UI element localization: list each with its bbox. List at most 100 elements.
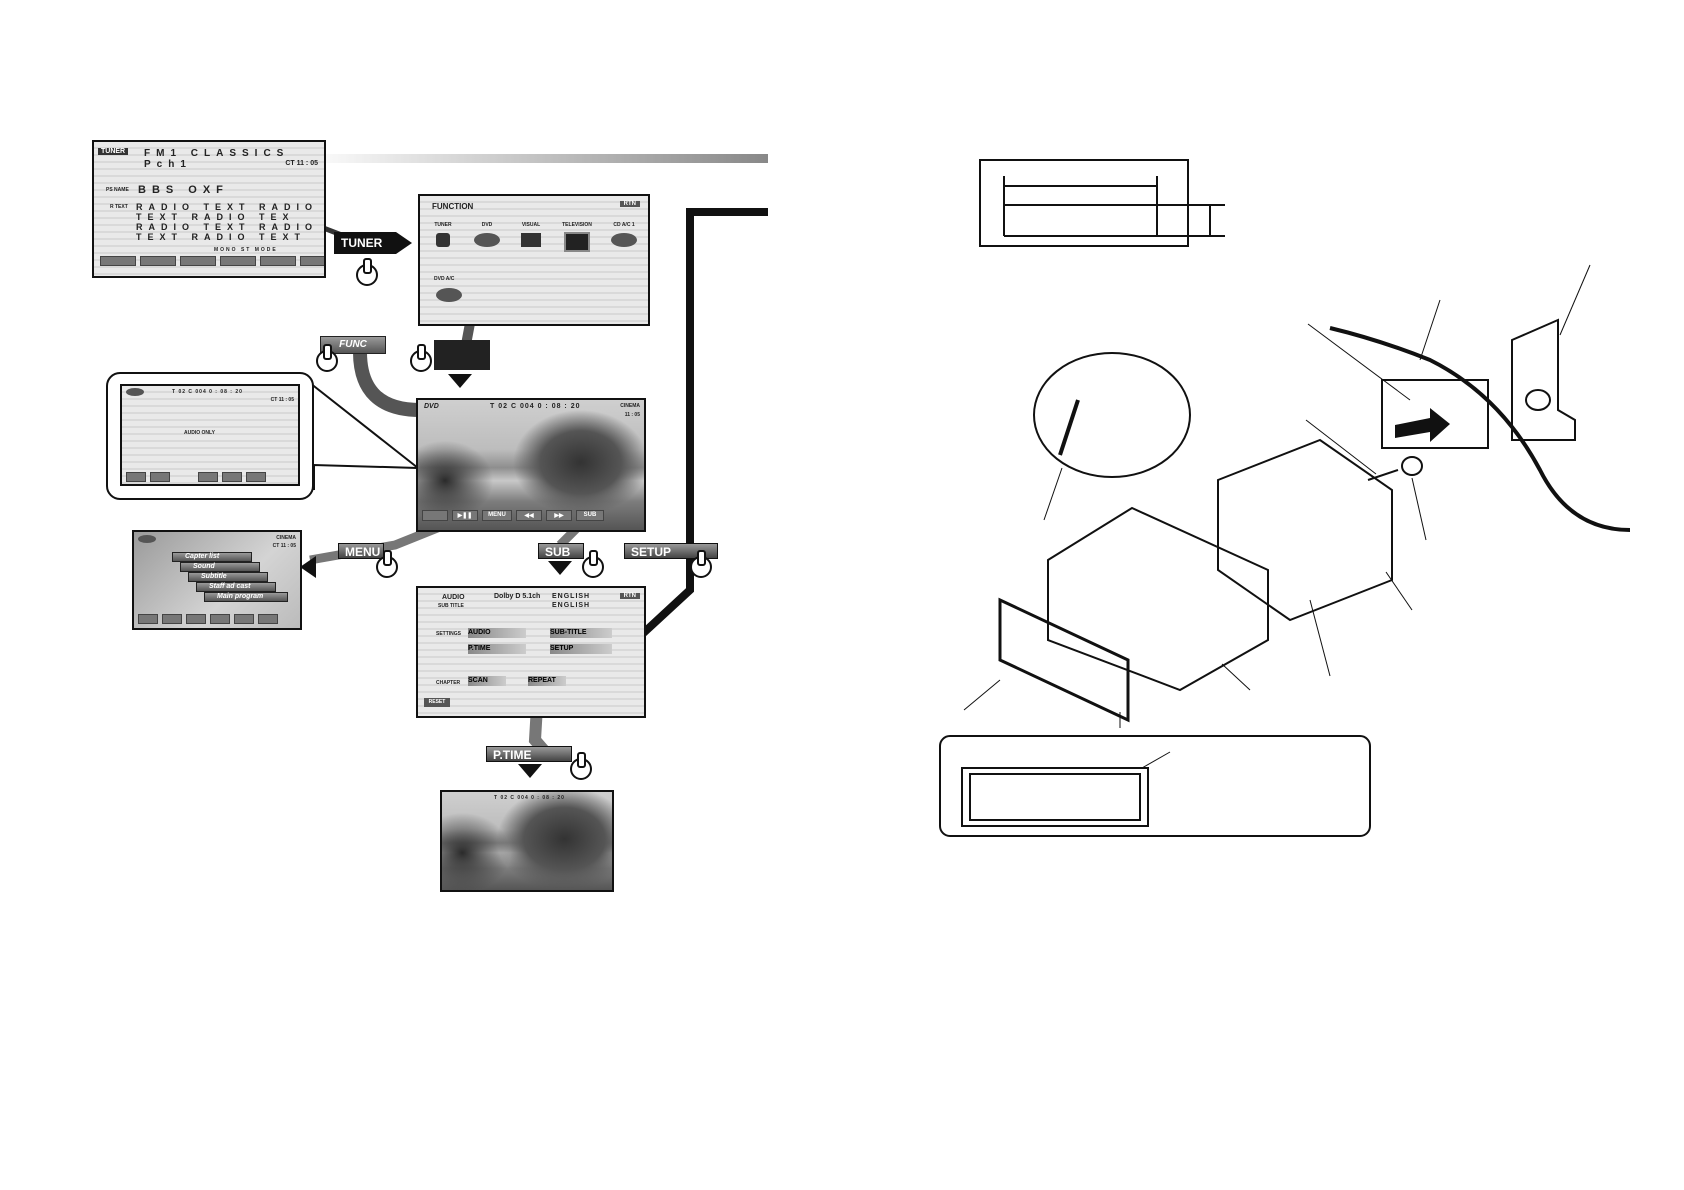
monitor-icon	[521, 233, 541, 247]
mounting-sleeve	[1217, 438, 1393, 622]
soft-button[interactable]	[138, 614, 158, 624]
soft-button[interactable]	[258, 614, 278, 624]
rtext-line: TEXT RADIO TEX	[136, 212, 295, 222]
tuner-icon	[436, 233, 450, 247]
soft-button[interactable]	[220, 256, 256, 266]
sub-soft-button[interactable]: SUB	[576, 510, 604, 521]
menu-item[interactable]: Main program	[204, 592, 288, 602]
disc-icon	[138, 535, 156, 543]
detail-box	[939, 735, 1371, 837]
trim-frame	[998, 597, 1130, 723]
soft-button[interactable]	[300, 256, 324, 266]
source-television[interactable]: TELEVISION	[558, 222, 596, 252]
mode-label: CINEMA	[276, 535, 296, 541]
soft-button[interactable]	[100, 256, 136, 266]
clock: CT 11 : 05	[285, 160, 318, 167]
sub-button[interactable]: SUB	[538, 543, 584, 559]
ptime-option[interactable]: P.TIME	[468, 644, 526, 654]
soft-button[interactable]	[198, 472, 218, 482]
source-label: DVD	[424, 403, 439, 410]
soft-button[interactable]	[210, 614, 230, 624]
soft-button[interactable]	[246, 472, 266, 482]
title-gradient-bar	[300, 154, 768, 163]
menu-item[interactable]: Capter list	[172, 552, 252, 562]
leader-line	[1221, 663, 1251, 691]
chapter-label: CHAPTER	[436, 680, 461, 686]
audio-only-callout	[309, 382, 421, 490]
menu-item[interactable]: Subtitle	[188, 572, 268, 582]
audio-option[interactable]: AUDIO	[468, 628, 526, 638]
source-dvd[interactable]: DVD	[470, 222, 504, 252]
soft-button[interactable]	[260, 256, 296, 266]
detail-frame-outer	[961, 767, 1149, 827]
dvd-disc-icon[interactable]	[434, 340, 490, 370]
hand-pointer-icon	[582, 550, 604, 578]
scan-option[interactable]: SCAN	[468, 676, 506, 686]
source-tuner[interactable]: TUNER	[426, 222, 460, 252]
tuner-screen: TUNER FM1 CLASSICS Pch1 CT 11 : 05 PS NA…	[92, 140, 326, 278]
source-visual[interactable]: VISUAL	[514, 222, 548, 252]
soft-button[interactable]	[234, 614, 254, 624]
leader-line	[963, 679, 1001, 711]
source-cd-ac[interactable]: CD A/C 1	[606, 222, 642, 252]
soft-button[interactable]	[126, 472, 146, 482]
ptime-screen: T 02 C 004 0 : 08 : 20	[440, 790, 614, 892]
menu-item[interactable]: Sound	[180, 562, 260, 572]
dashboard-opening	[1381, 379, 1489, 449]
subtitle-option[interactable]: SUB-TITLE	[550, 628, 612, 638]
setup-button[interactable]: SETUP	[624, 543, 718, 559]
dvd-menu-screen: CINEMA CT 11 : 05 Capter list Sound Subt…	[132, 530, 302, 630]
func-connector	[353, 351, 421, 417]
tv-icon	[564, 232, 590, 252]
mode-label: MONO ST MODE	[214, 247, 278, 253]
soft-button[interactable]	[222, 472, 242, 482]
rtext-line: RADIO TEXT RADIO	[136, 202, 319, 212]
rtn-button[interactable]: RTN	[619, 593, 640, 599]
setup-option[interactable]: SETUP	[550, 644, 612, 654]
clock: CT 11 : 05	[270, 397, 294, 403]
soft-button[interactable]	[186, 614, 206, 624]
screwdriver	[1058, 399, 1080, 456]
hand-pointer-icon	[376, 550, 398, 578]
dvd-playback-screen: DVD T 02 C 004 0 : 08 : 20 CINEMA 11 : 0…	[416, 398, 646, 532]
previous-button[interactable]: ◀◀	[516, 510, 542, 521]
station-header: FM1 CLASSICS Pch1	[144, 148, 290, 170]
next-button[interactable]: ▶▶	[546, 510, 572, 521]
dvd-ac-label: DVD A/C	[434, 276, 455, 282]
function-screen: FUNCTION RTN TUNER DVD VISUAL TELEVISION…	[418, 194, 650, 326]
menu-button[interactable]: MENU	[338, 543, 384, 559]
mode-label: CINEMA	[620, 403, 640, 409]
disc-icon	[474, 233, 500, 247]
rtext-line: TEXT RADIO TEXT	[136, 232, 307, 242]
audio-language: ENGLISH	[552, 593, 591, 600]
rtn-button[interactable]: RTN	[619, 201, 640, 207]
tuner-button[interactable]: TUNER	[334, 232, 396, 254]
menu-soft-button[interactable]: MENU	[482, 510, 512, 521]
soft-button[interactable]	[162, 614, 182, 624]
leader-line	[1411, 477, 1427, 541]
leader-line	[1043, 467, 1063, 521]
soft-button[interactable]	[422, 510, 448, 521]
func-button[interactable]: FUNC	[320, 336, 386, 354]
menu-item[interactable]: Staff ad cast	[196, 582, 276, 592]
track-info: T 02 C 004 0 : 08 : 20	[490, 403, 581, 410]
play-pause-button[interactable]: ▶❚❚	[452, 510, 478, 521]
arrow-left-icon	[300, 556, 316, 578]
radio-unit	[1047, 506, 1269, 692]
repeat-option[interactable]: REPEAT	[528, 676, 566, 686]
source-list: TUNER DVD VISUAL TELEVISION CD A/C 1	[426, 222, 642, 252]
function-title: FUNCTION	[432, 202, 474, 211]
soft-button[interactable]	[140, 256, 176, 266]
hand-pointer-icon	[570, 752, 592, 780]
menu-button-bar	[138, 614, 278, 624]
ptime-button[interactable]: P.TIME	[486, 746, 572, 762]
soft-button[interactable]	[180, 256, 216, 266]
arrow-down-icon	[448, 374, 472, 388]
soft-button[interactable]	[150, 472, 170, 482]
hand-pointer-icon	[410, 344, 432, 372]
mounting-bracket	[1511, 318, 1576, 441]
hand-pointer-icon	[356, 258, 378, 286]
hand-pointer-icon	[690, 550, 712, 578]
dvd-ac-icon[interactable]	[436, 288, 462, 302]
reset-button[interactable]: RESET	[424, 698, 450, 707]
